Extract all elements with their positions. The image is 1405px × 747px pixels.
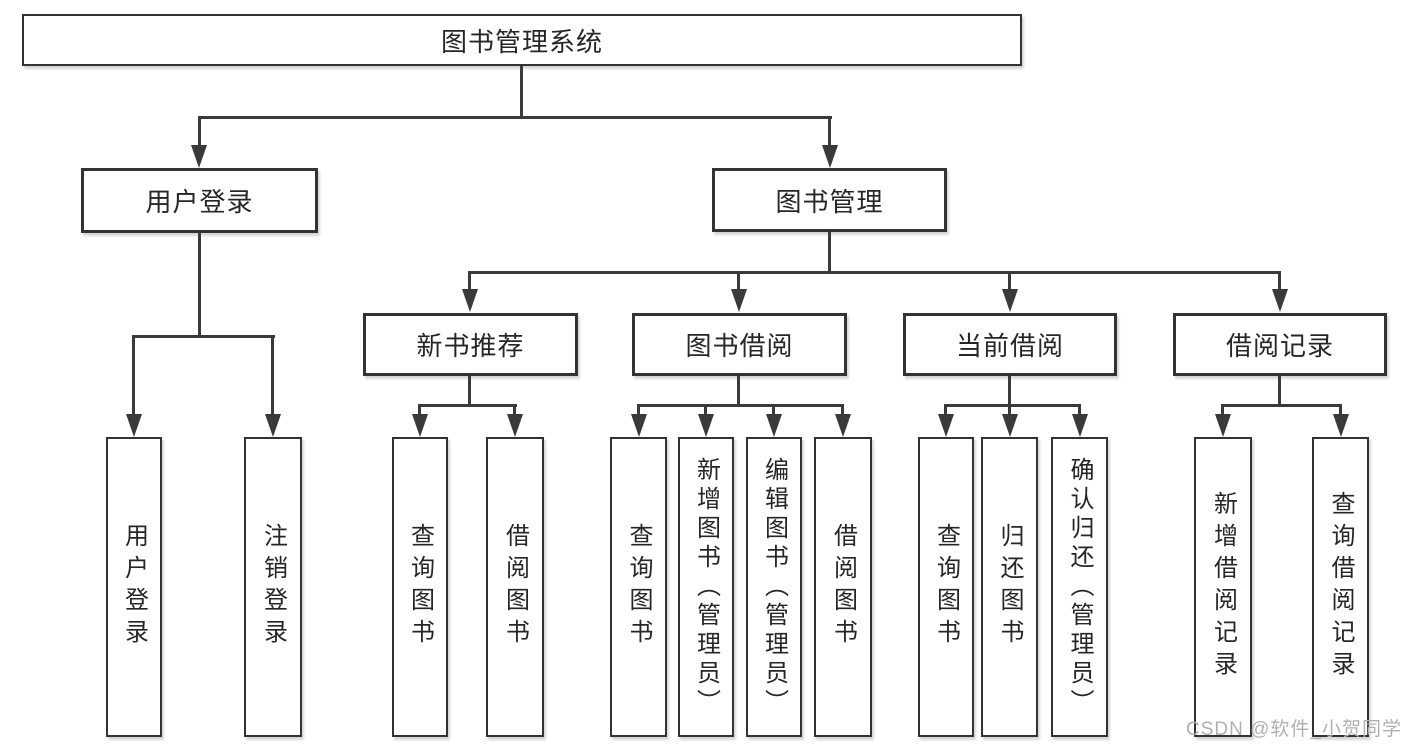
connector-arrow-lf4-stem (513, 404, 516, 414)
node-new-book-recommend: 新书推荐 (363, 313, 578, 376)
connector-arrow-lv3c-stem (1008, 271, 1011, 289)
connector-current-stem (1008, 375, 1011, 407)
csdn-watermark: CSDN @软件_小贺同学 (1186, 719, 1402, 740)
arrowhead-lf2 (265, 414, 281, 437)
node-library-management-system: 图书管理系统 (22, 14, 1022, 66)
node-user-login: 用户登录 (81, 168, 318, 233)
connector-arrow-lf6-stem (704, 404, 707, 414)
arrowhead-lf13 (1333, 414, 1349, 437)
arrowhead-lf8 (835, 414, 851, 437)
node-current-borrowing: 当前借阅 (903, 313, 1117, 376)
arrowhead-lv3d (1272, 289, 1288, 312)
arrowhead-lv3a (462, 289, 478, 312)
connector-recommend-stem (468, 375, 471, 407)
connector-arrow-user-login-stem (198, 116, 201, 146)
connector-arrow-lf11-stem (1078, 404, 1081, 414)
connector-arrow-lf9-stem (944, 404, 947, 414)
connector-arrow-lf5-stem (637, 404, 640, 414)
connector-bookmgmt-stem (828, 231, 831, 274)
connector-arrow-lv3b-stem (737, 271, 740, 289)
arrowhead-lf12 (1215, 414, 1231, 437)
connector-arrow-lf13-stem (1339, 404, 1342, 414)
arrowhead-lf3 (412, 414, 428, 437)
node-borrowing-records: 借阅记录 (1173, 313, 1387, 376)
connector-userlogin-stem (198, 232, 201, 337)
connector-borrowing-stem (737, 375, 740, 407)
leaf-edit-book-admin: 编辑图书（管理员） (746, 437, 802, 737)
arrowhead-user-login (191, 145, 207, 168)
arrowhead-lv3c (1002, 289, 1018, 312)
arrowhead-lf5 (631, 414, 647, 437)
connector-arrow-lf10-stem (1008, 404, 1011, 414)
leaf-borrow-books-recommend: 借阅图书 (486, 437, 544, 737)
connector-arrow-lf3-stem (418, 404, 421, 414)
connector-userlogin-bus (132, 335, 275, 338)
node-book-management: 图书管理 (712, 168, 947, 232)
leaf-add-book-admin: 新增图书（管理员） (678, 437, 734, 737)
connector-records-stem (1278, 375, 1281, 407)
arrowhead-lf7 (766, 414, 782, 437)
connector-root-bus (198, 116, 832, 119)
connector-arrow-lf2-stem (271, 335, 274, 414)
connector-arrow-book-mgmt-stem (828, 116, 831, 146)
connector-arrow-lv3d-stem (1278, 271, 1281, 289)
arrowhead-lf4 (507, 414, 523, 437)
connector-arrow-lf12-stem (1221, 404, 1224, 414)
arrowhead-lf9 (938, 414, 954, 437)
connector-arrow-lf7-stem (772, 404, 775, 414)
connector-current-bus (944, 404, 1081, 407)
connector-arrow-lf1-stem (132, 335, 135, 414)
connector-arrow-lf8-stem (841, 404, 844, 414)
leaf-logout: 注销登录 (244, 437, 302, 737)
leaf-query-books-current: 查询图书 (918, 437, 974, 737)
leaf-user-login: 用户登录 (106, 437, 162, 737)
connector-borrowing-bus (637, 404, 844, 407)
leaf-return-book: 归还图书 (981, 437, 1038, 737)
connector-arrow-lv3a-stem (468, 271, 471, 289)
arrowhead-lf11 (1072, 414, 1088, 437)
leaf-add-borrow-record: 新增借阅记录 (1194, 437, 1252, 737)
node-book-borrowing: 图书借阅 (632, 313, 847, 376)
arrowhead-lf10 (1002, 414, 1018, 437)
arrowhead-lv3b (731, 289, 747, 312)
connector-bookmgmt-bus (468, 271, 1281, 274)
leaf-query-books-borrow: 查询图书 (610, 437, 667, 737)
leaf-confirm-return-admin: 确认归还（管理员） (1051, 437, 1108, 737)
arrowhead-lf1 (126, 414, 142, 437)
leaf-borrow-books-borrow: 借阅图书 (814, 437, 872, 737)
leaf-query-books-recommend: 查询图书 (392, 437, 448, 737)
connector-records-bus (1221, 404, 1342, 407)
arrowhead-book-mgmt (822, 145, 838, 168)
arrowhead-lf6 (698, 414, 714, 437)
leaf-query-borrow-record: 查询借阅记录 (1312, 437, 1369, 737)
connector-root-stem (520, 66, 523, 118)
connector-recommend-bus (418, 404, 517, 407)
